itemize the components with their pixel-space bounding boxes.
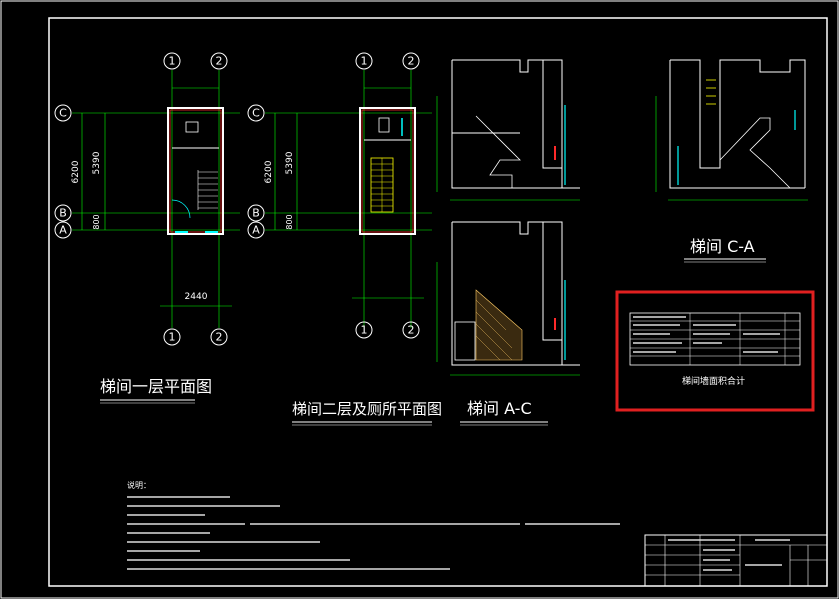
svg-text:A: A	[252, 224, 260, 237]
svg-text:2: 2	[216, 331, 223, 344]
grid-bubble-2-bottom-plan1: 2	[210, 328, 228, 346]
svg-text:1: 1	[361, 324, 368, 337]
dim-middle-height-plan1: 5390	[92, 151, 102, 174]
title-section-ca: 梯间 C-A	[690, 237, 755, 256]
svg-text:1: 1	[169, 55, 176, 68]
svg-text:C: C	[59, 107, 67, 120]
notes-heading: 说明：	[127, 480, 151, 490]
grid-bubble-1-top-plan2: 1	[355, 52, 373, 70]
svg-text:1: 1	[361, 55, 368, 68]
svg-text:2: 2	[408, 324, 415, 337]
svg-text:1: 1	[169, 331, 176, 344]
sheet-inner-frame	[48, 17, 828, 587]
svg-text:A: A	[59, 224, 67, 237]
grid-bubble-c-plan1: C	[54, 104, 72, 122]
plan-second-floor	[265, 70, 432, 328]
grid-bubble-1-bottom-plan2: 1	[355, 321, 373, 339]
highlight-box	[615, 290, 815, 412]
title-plan-first-floor: 梯间一层平面图	[100, 377, 212, 396]
section-ac-lower	[436, 221, 580, 376]
grid-bubble-2-top-plan1: 2	[210, 52, 228, 70]
dim-total-height-plan2: 6200	[264, 160, 274, 183]
grid-bubble-a-plan2: A	[247, 221, 265, 239]
svg-text:2: 2	[408, 55, 415, 68]
title-block	[644, 534, 828, 587]
dim-bottom-height-plan2: 800	[285, 214, 294, 229]
grid-bubble-2-bottom-plan2: 2	[402, 321, 420, 339]
area-table-title: 梯间墙面积合计	[682, 375, 745, 387]
dim-middle-height-plan2: 5390	[285, 151, 295, 174]
grid-bubble-b-plan1: B	[54, 204, 72, 222]
svg-text:B: B	[59, 207, 67, 220]
grid-bubble-b-plan2: B	[247, 204, 265, 222]
wall-area-table: 梯间墙面积合计	[629, 312, 801, 387]
grid-bubble-1-bottom-plan1: 1	[163, 328, 181, 346]
general-notes: 说明：	[127, 480, 620, 570]
dim-plan-width: 2440	[185, 292, 208, 302]
plan-first-floor	[72, 70, 240, 328]
svg-text:2: 2	[216, 55, 223, 68]
dim-bottom-height-plan1: 800	[92, 214, 101, 229]
section-ca	[655, 59, 808, 201]
svg-text:C: C	[252, 107, 260, 120]
dim-total-height-plan1: 6200	[71, 160, 81, 183]
svg-text:B: B	[252, 207, 260, 220]
section-ac-upper	[436, 59, 580, 201]
grid-bubble-c-plan2: C	[247, 104, 265, 122]
grid-bubble-a-plan1: A	[54, 221, 72, 239]
grid-bubble-1-top-plan1: 1	[163, 52, 181, 70]
grid-bubble-2-top-plan2: 2	[402, 52, 420, 70]
title-plan-second-floor: 梯间二层及厕所平面图	[292, 400, 442, 418]
title-section-ac: 梯间 A-C	[467, 399, 532, 418]
